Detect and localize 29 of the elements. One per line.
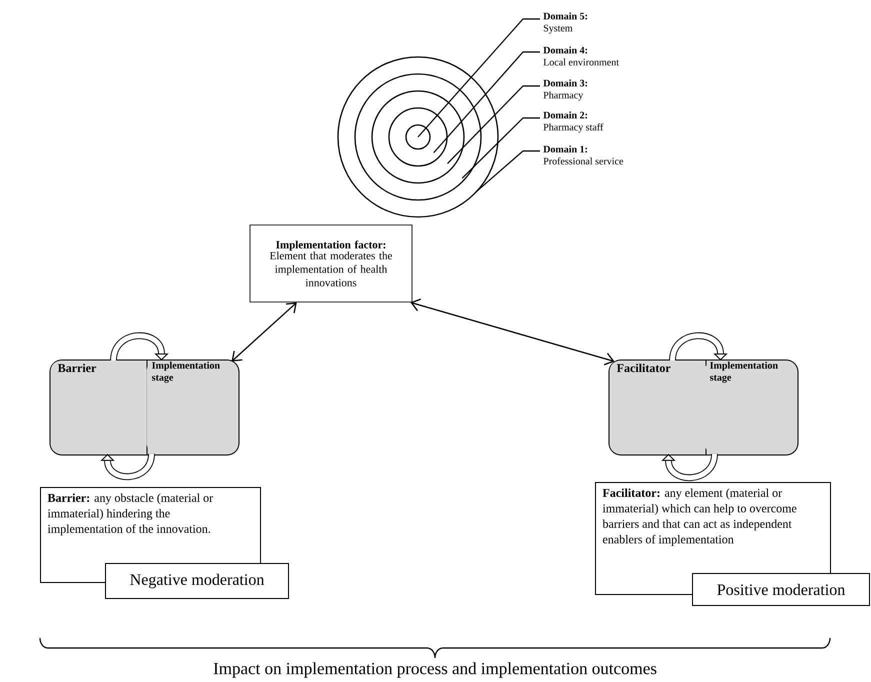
box-label: Implementation stage [146,360,238,454]
curved-arrow [669,332,728,361]
domain-label: Domain 4: Local environment [543,46,619,66]
ring [405,124,431,150]
ring [337,56,499,218]
ring [388,107,448,167]
double-arrow [232,302,297,362]
ring [371,90,465,184]
factor-box: Implementation factor: Element that moderates the implementation of health innovations [250,224,412,302]
box-label: Barrier [50,360,147,454]
ring [354,73,482,201]
leader-line [475,150,540,193]
domain-label: Domain 2: Pharmacy staff [543,111,604,133]
moderation-box: Positive moderation [692,573,870,606]
box-label: Implementation stage [704,360,797,454]
curved-arrow [110,332,169,361]
moderation-box: Negative moderation [105,563,289,599]
leader-line [433,51,540,154]
domain-label: Domain 3: Pharmacy [543,79,588,101]
box-label: Facilitator [610,360,707,454]
curved-arrow [100,453,155,480]
leader-line [418,18,540,138]
domain-label: Domain 5: System [543,12,588,34]
caption: Impact on implementation process and implementation outcomes [214,662,656,678]
domain-label: Domain 1: Professional service [543,145,624,164]
double-arrow [410,298,614,366]
leader-line [462,117,540,179]
curved-arrow [661,453,718,481]
leader-line [447,85,540,164]
